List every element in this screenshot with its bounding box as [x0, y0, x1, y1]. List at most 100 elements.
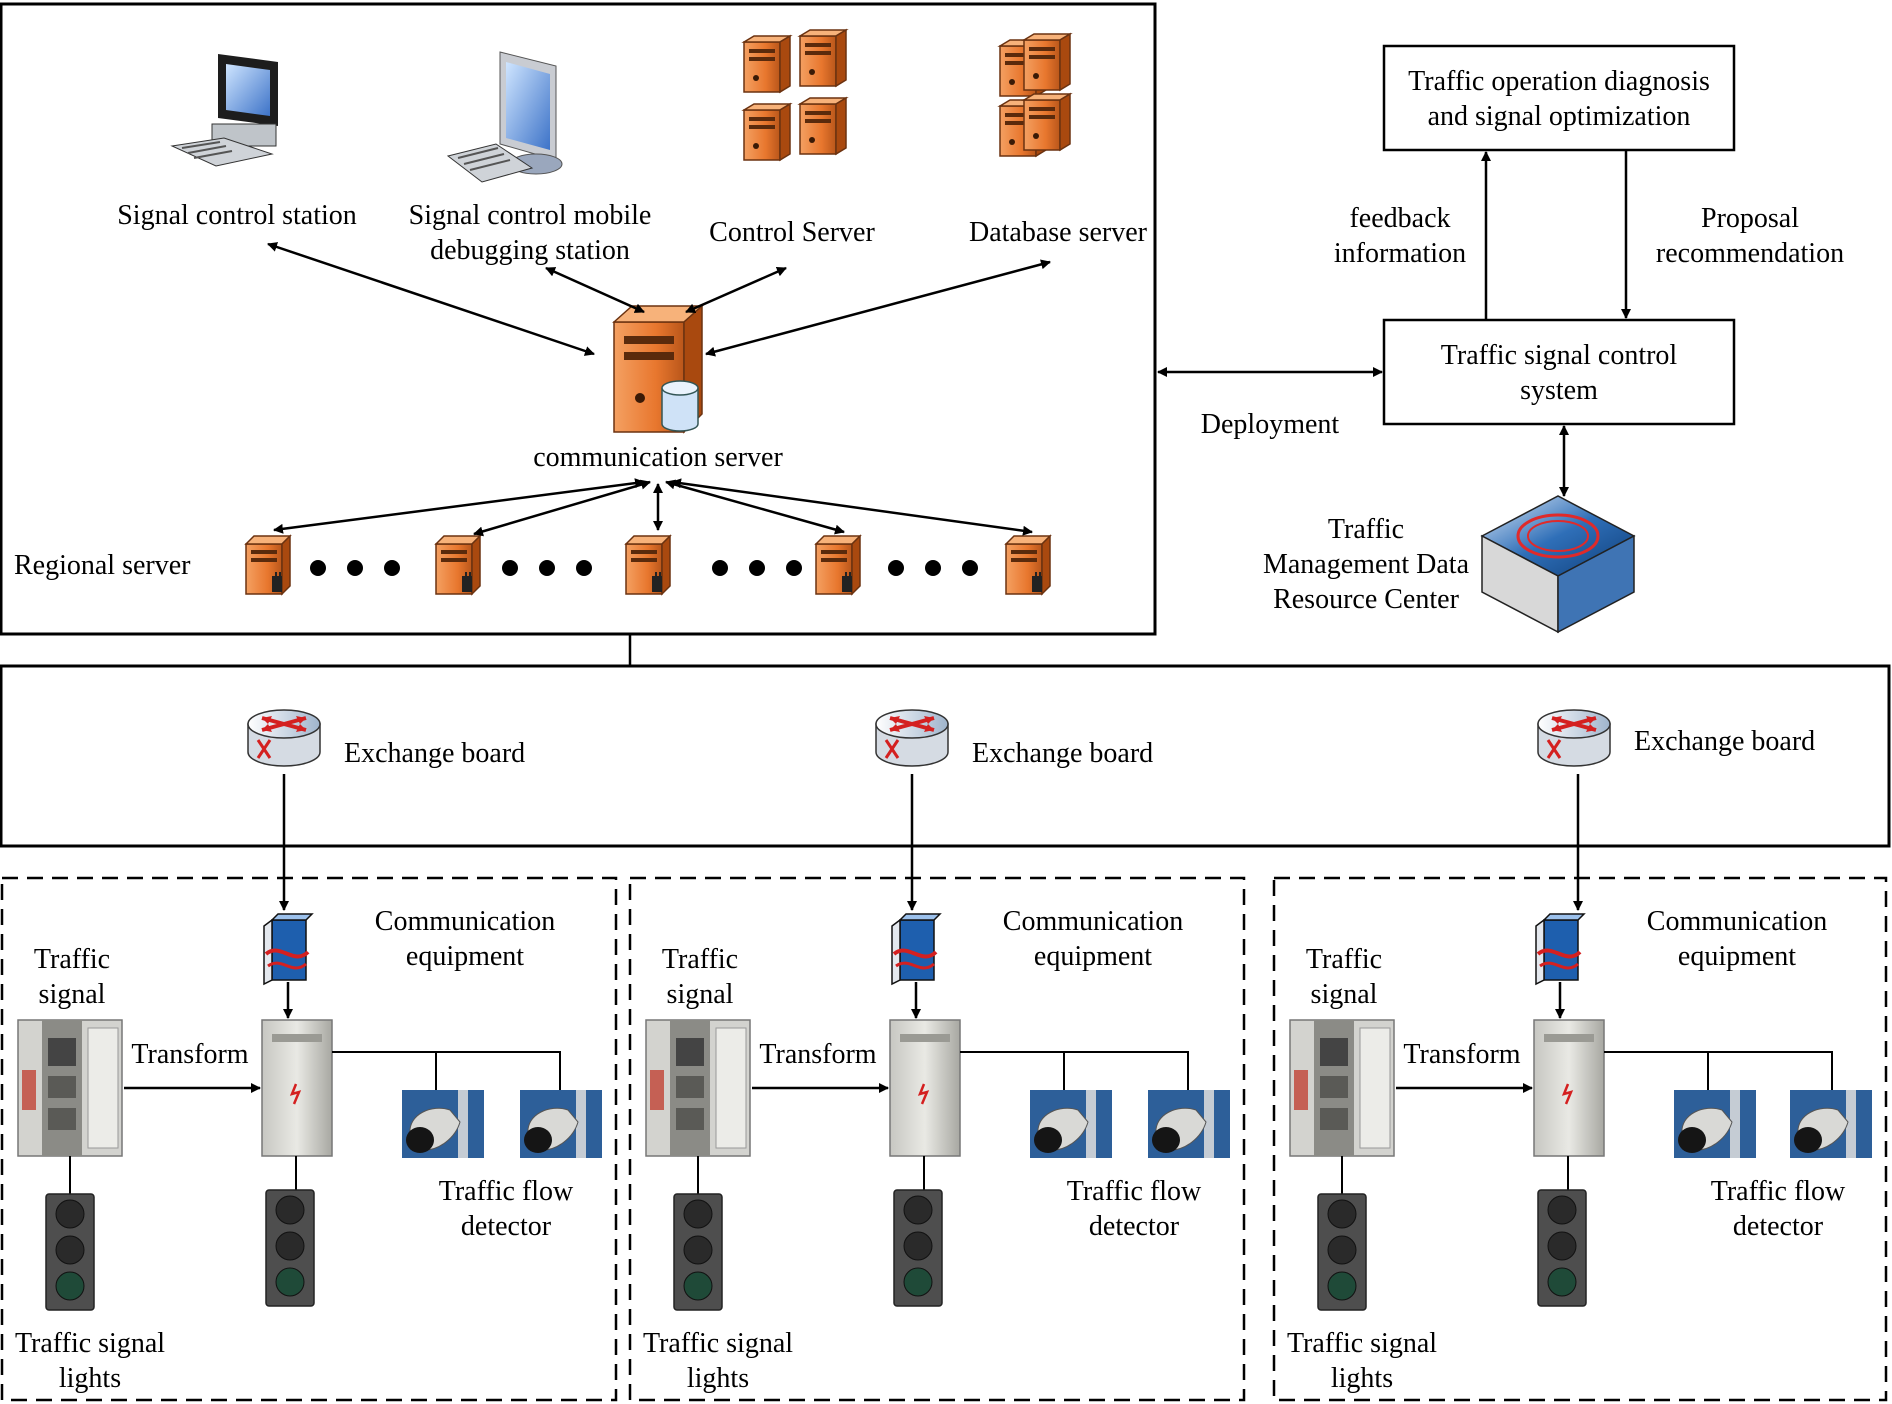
detector-camera-icon	[1673, 1089, 1757, 1159]
communication-device-icon	[890, 912, 942, 986]
signal-cabinet-open-icon	[17, 1019, 123, 1157]
communication-device-icon	[262, 912, 314, 986]
desktop-computer-icon	[170, 54, 278, 167]
traffic-signal-label-line1: Traffic	[34, 944, 110, 975]
link-comm-region4	[665, 479, 845, 535]
traffic-flow-detector-label-line2: detector	[461, 1211, 552, 1242]
signal-cabinet-open-icon	[1289, 1019, 1395, 1157]
traffic-signal-label-line2: signal	[1311, 979, 1378, 1010]
data-center-label-line3: Resource Center	[1273, 584, 1459, 615]
control-system-label-line1: Traffic signal control	[1441, 340, 1678, 371]
traffic-signal-lights-label-line1: Traffic signal	[643, 1328, 793, 1359]
transform-label: Transform	[131, 1039, 248, 1070]
router-exchange-icon	[1536, 708, 1612, 768]
database-server-cluster-icon	[999, 33, 1071, 157]
central-system-frame	[0, 2, 1157, 636]
traffic-light-icon	[893, 1189, 943, 1307]
communication-equipment-label-line1: Communication	[1003, 906, 1183, 937]
control-system-box	[1382, 318, 1736, 426]
detector-camera-icon	[1029, 1089, 1113, 1159]
intersection-unit-2: Communication equipment Traffic signal T…	[628, 774, 1246, 1402]
router-exchange-icon	[874, 708, 950, 768]
exchange-board-label-2: Exchange board	[972, 738, 1153, 769]
intersection-unit-1: Communication equipment Traffic signal T…	[0, 774, 618, 1402]
traffic-signal-lights-label-line1: Traffic signal	[15, 1328, 165, 1359]
transform-label: Transform	[759, 1039, 876, 1070]
database-server-label: Database server	[969, 217, 1148, 248]
traffic-flow-detector-label-line1: Traffic flow	[1711, 1176, 1846, 1207]
monitor-keyboard-icon	[446, 51, 563, 183]
traffic-flow-detector-label-line2: detector	[1089, 1211, 1180, 1242]
detector-camera-icon	[1147, 1089, 1231, 1159]
signal-cabinet-icon	[1532, 1018, 1606, 1158]
traffic-signal-label-line1: Traffic	[1306, 944, 1382, 975]
traffic-signal-label-line2: signal	[39, 979, 106, 1010]
traffic-signal-lights-label-line2: lights	[59, 1363, 121, 1394]
communication-equipment-label-line1: Communication	[375, 906, 555, 937]
traffic-signal-lights-label-line2: lights	[687, 1363, 749, 1394]
proposal-label-line1: Proposal	[1701, 203, 1799, 234]
data-center-label-line2: Management Data	[1263, 549, 1470, 580]
link-database-comm	[705, 259, 1051, 357]
traffic-light-icon	[673, 1193, 723, 1311]
detector-camera-icon	[519, 1089, 603, 1159]
optimization-label-line2: and signal optimization	[1428, 101, 1691, 132]
detector-camera-icon	[1789, 1089, 1873, 1159]
router-exchange-icon	[246, 708, 322, 768]
regional-server-icon	[815, 535, 861, 595]
exchange-board-label-1: Exchange board	[344, 738, 525, 769]
traffic-light-icon	[45, 1193, 95, 1311]
communication-equipment-label-line2: equipment	[1034, 941, 1152, 972]
traffic-flow-detector-label-line1: Traffic flow	[1067, 1176, 1202, 1207]
detector-camera-icon	[401, 1089, 485, 1159]
regional-server-icon	[1005, 535, 1051, 595]
intersection-unit-3: Communication equipment Traffic signal T…	[1272, 774, 1888, 1402]
traffic-signal-label-line1: Traffic	[662, 944, 738, 975]
exchange-board-label-3: Exchange board	[1634, 726, 1815, 757]
traffic-flow-detector-label-line2: detector	[1733, 1211, 1824, 1242]
communication-equipment-label-line2: equipment	[1678, 941, 1796, 972]
traffic-signal-label-line2: signal	[667, 979, 734, 1010]
communication-server-icon	[612, 304, 704, 434]
signal-cabinet-open-icon	[645, 1019, 751, 1157]
deployment-label: Deployment	[1201, 409, 1340, 440]
link-mobile-comm	[545, 266, 645, 314]
link-comm-region2	[473, 479, 651, 537]
communication-server-label: communication server	[533, 442, 783, 473]
control-server-cluster-icon	[743, 29, 847, 161]
traffic-flow-detector-label-line1: Traffic flow	[439, 1176, 574, 1207]
communication-equipment-label-line1: Communication	[1647, 906, 1827, 937]
data-center-box-icon	[1480, 495, 1636, 634]
optimization-label-line1: Traffic operation diagnosis	[1408, 66, 1710, 97]
traffic-light-icon	[1317, 1193, 1367, 1311]
mobile-debugging-station-label-line1: Signal control mobile	[409, 200, 652, 231]
regional-server-icon	[625, 535, 671, 595]
communication-device-icon	[1534, 912, 1586, 986]
link-comm-region5	[671, 478, 1033, 536]
optimization-box	[1382, 44, 1736, 152]
feedback-label-line1: feedback	[1349, 203, 1450, 234]
control-server-label: Control Server	[709, 217, 875, 248]
ellipsis-dots	[310, 560, 978, 576]
signal-cabinet-icon	[888, 1018, 962, 1158]
mobile-debugging-station-label-line2: debugging station	[430, 235, 630, 266]
regional-server-icon	[245, 535, 291, 595]
traffic-signal-lights-label-line1: Traffic signal	[1287, 1328, 1437, 1359]
proposal-label-line2: recommendation	[1656, 238, 1844, 269]
traffic-signal-lights-label-line2: lights	[1331, 1363, 1393, 1394]
signal-control-station-label: Signal control station	[117, 200, 357, 231]
transform-label: Transform	[1403, 1039, 1520, 1070]
link-control-comm	[685, 266, 787, 314]
link-comm-region1	[273, 478, 645, 534]
link-station-comm	[267, 242, 595, 356]
traffic-light-icon	[265, 1189, 315, 1307]
network-band	[0, 664, 1891, 848]
control-system-label-line2: system	[1520, 375, 1598, 406]
data-center-label-line1: Traffic	[1328, 514, 1404, 545]
communication-equipment-label-line2: equipment	[406, 941, 524, 972]
regional-server-label: Regional server	[14, 550, 191, 581]
signal-cabinet-icon	[260, 1018, 334, 1158]
traffic-light-icon	[1537, 1189, 1587, 1307]
